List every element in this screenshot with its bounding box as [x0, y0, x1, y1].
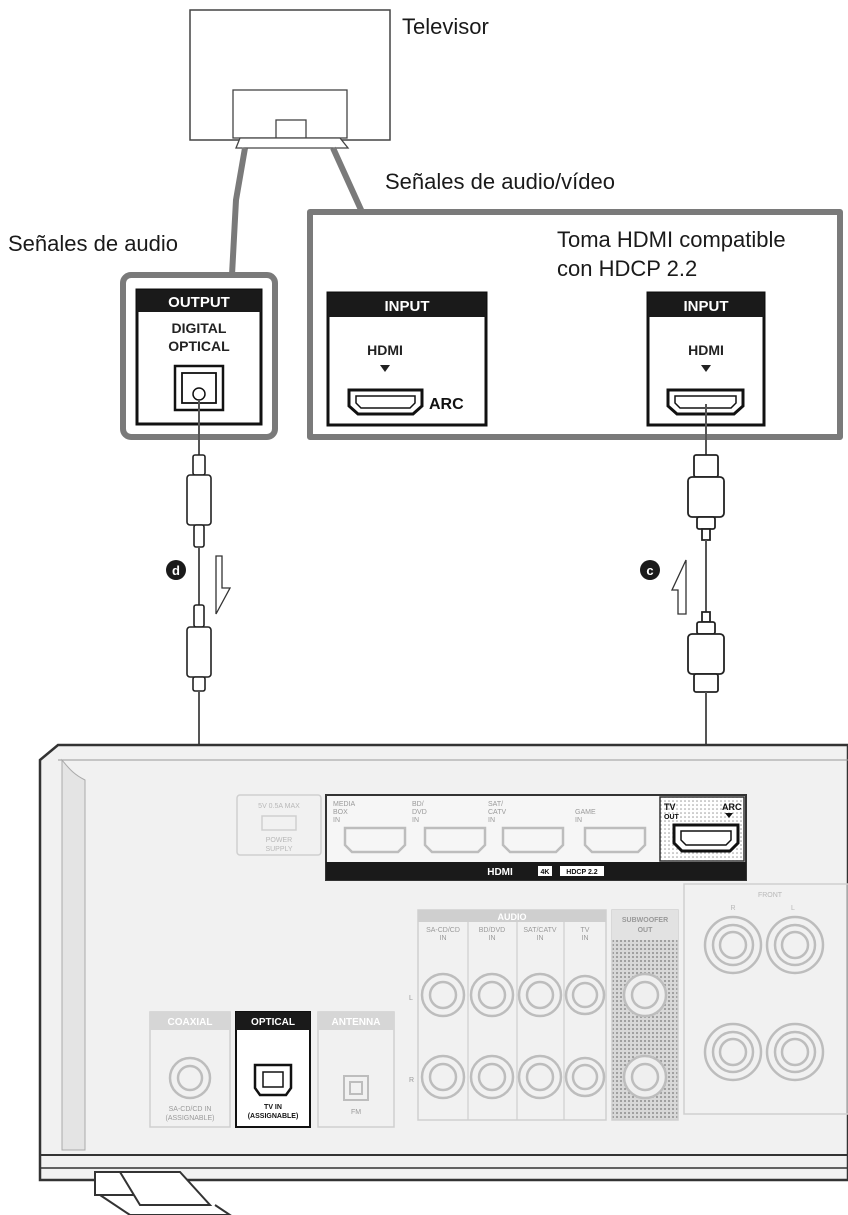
- av-receiver: 5V 0.5A MAX POWER SUPPLY HDMI 4K HDCP 2.…: [38, 743, 848, 1215]
- audio-in-1-label-a: SA-CD/CD: [426, 927, 460, 934]
- power-supply-label-1: POWER: [266, 837, 292, 844]
- tv-out-label-2: OUT: [664, 814, 680, 821]
- hdmi-in-3-label-a: SAT/: [488, 801, 503, 808]
- audio-in-1-jack-l[interactable]: [420, 972, 466, 1018]
- optical-label: OPTICAL: [168, 338, 230, 354]
- front-l-terminal-top[interactable]: [765, 915, 825, 975]
- subwoofer-label-1: SUBWOOFER: [622, 917, 668, 924]
- hdmi-in-4-label-a: GAME: [575, 809, 596, 816]
- arc-label: ARC: [429, 396, 464, 413]
- input-header-2: INPUT: [684, 298, 729, 315]
- receiver-optical-sub-2: (ASSIGNABLE): [248, 1113, 299, 1120]
- subwoofer-label-2: OUT: [638, 927, 654, 934]
- hdmi-arc-port[interactable]: [347, 388, 424, 416]
- front-l-terminal-bottom[interactable]: [765, 1022, 825, 1082]
- usb-port[interactable]: [261, 815, 297, 831]
- usb-label: 5V 0.5A MAX: [258, 803, 300, 810]
- hdmi-in-3-port[interactable]: [501, 826, 565, 854]
- hdmi-cable: [687, 404, 725, 828]
- tv-out-arc-label: ARC: [722, 802, 742, 812]
- callout-pointers: [229, 146, 365, 276]
- hdmi-in-2-label-c: IN: [412, 817, 419, 824]
- receiver-optical-label: OPTICAL: [251, 1017, 295, 1028]
- hdcp-label-line2: con HDCP 2.2: [557, 256, 697, 281]
- audio-in-3-jack-r[interactable]: [517, 1054, 563, 1100]
- antenna-label: ANTENNA: [332, 1017, 381, 1028]
- audio-in-2-label-a: BD/DVD: [479, 927, 505, 934]
- cable-c-label: c: [646, 563, 653, 578]
- audio-in-3-label-a: SAT/CATV: [523, 927, 557, 934]
- television: [189, 9, 391, 149]
- front-r-terminal-bottom[interactable]: [703, 1022, 763, 1082]
- output-header: OUTPUT: [168, 294, 230, 311]
- tv-out-label-1: TV: [664, 802, 676, 812]
- audio-in-3-label-b: IN: [537, 935, 544, 942]
- audio-l-mark: L: [409, 995, 413, 1002]
- audio-group-label: AUDIO: [498, 912, 527, 922]
- front-label: FRONT: [758, 892, 783, 899]
- subwoofer-jack-2[interactable]: [622, 1054, 668, 1100]
- fm-antenna-port[interactable]: [343, 1075, 369, 1101]
- hdcp-label-line1: Toma HDMI compatible: [557, 227, 786, 252]
- audio-in-4-jack-l[interactable]: [564, 974, 606, 1016]
- audio-in-4-label-b: IN: [582, 935, 589, 942]
- hdmi-in-1-label-c: IN: [333, 817, 340, 824]
- coaxial-sub-label-2: (ASSIGNABLE): [165, 1115, 214, 1122]
- hdmi-tv-out-port[interactable]: [672, 823, 740, 853]
- front-r-terminal-top[interactable]: [703, 915, 763, 975]
- hdmi-label-1: HDMI: [367, 342, 403, 358]
- audio-signals-label: Señales de audio: [8, 231, 178, 256]
- av-signals-label: Señales de audio/vídeo: [385, 169, 615, 194]
- hdmi-in-4-label-b: IN: [575, 817, 582, 824]
- cable-d-badge: d: [166, 560, 186, 580]
- cable-c-badge: c: [640, 560, 660, 580]
- hdmi-in-1-port[interactable]: [343, 826, 407, 854]
- tv-label: Televisor: [402, 14, 489, 39]
- signal-direction-up-arrow: [670, 559, 687, 615]
- coaxial-sub-label-1: SA-CD/CD IN: [169, 1106, 212, 1113]
- hdmi-in-2-label-b: DVD: [412, 809, 427, 816]
- audio-in-1-jack-r[interactable]: [420, 1054, 466, 1100]
- audio-in-2-jack-l[interactable]: [469, 972, 515, 1018]
- front-r-label: R: [730, 905, 735, 912]
- hdmi-in-2-label-a: BD/: [412, 801, 424, 808]
- receiver-optical-port[interactable]: [253, 1063, 293, 1097]
- coaxial-label: COAXIAL: [168, 1017, 213, 1028]
- tv-hdmi-arc-input: INPUT HDMI ARC: [326, 291, 488, 427]
- hdmi-label-2: HDMI: [688, 342, 724, 358]
- hdmi-in-3-label-c: IN: [488, 817, 495, 824]
- audio-in-1-label-b: IN: [440, 935, 447, 942]
- hdmi-in-2-port[interactable]: [423, 826, 487, 854]
- hdmi-in-4-port[interactable]: [583, 826, 647, 854]
- audio-in-2-label-b: IN: [489, 935, 496, 942]
- hdmi-in-3-label-b: CATV: [488, 809, 506, 816]
- hdmi-4k-badge: 4K: [541, 869, 550, 876]
- hdmi-hdcp-badge: HDCP 2.2: [566, 869, 597, 876]
- cable-d-label: d: [172, 563, 180, 578]
- coaxial-jack[interactable]: [168, 1056, 212, 1100]
- signal-direction-down-arrow: [215, 555, 232, 615]
- receiver-optical-sub-1: TV IN: [264, 1104, 282, 1111]
- audio-r-mark: R: [409, 1077, 414, 1084]
- hdmi-bar-label: HDMI: [487, 867, 513, 878]
- power-supply-label-2: SUPPLY: [265, 846, 292, 853]
- subwoofer-jack-1[interactable]: [622, 972, 668, 1018]
- audio-in-4-jack-r[interactable]: [564, 1056, 606, 1098]
- hdmi-in-1-label-a: MEDIA: [333, 801, 356, 808]
- audio-in-3-jack-l[interactable]: [517, 972, 563, 1018]
- audio-in-4-label-a: TV: [581, 927, 590, 934]
- front-l-label: L: [791, 905, 795, 912]
- hdmi-port[interactable]: [666, 388, 745, 416]
- digital-label: DIGITAL: [172, 320, 227, 336]
- input-header-1: INPUT: [385, 298, 430, 315]
- audio-in-2-jack-r[interactable]: [469, 1054, 515, 1100]
- hdmi-in-1-label-b: BOX: [333, 809, 348, 816]
- fm-label: FM: [351, 1109, 361, 1116]
